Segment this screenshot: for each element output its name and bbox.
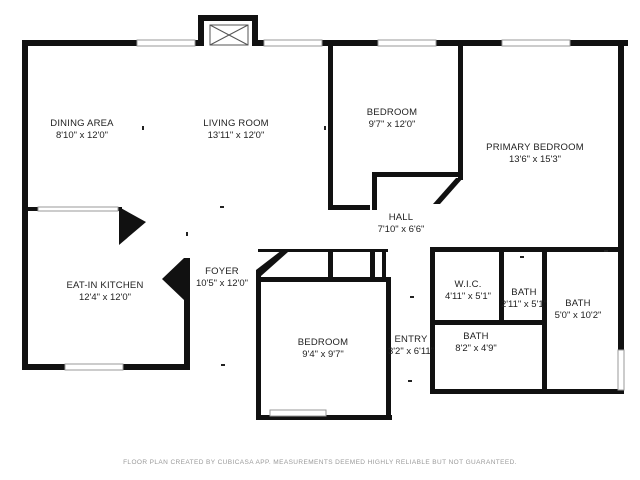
room-name: FOYER — [205, 266, 239, 277]
room-label-living-room: LIVING ROOM 13'11" x 12'0" — [203, 118, 269, 142]
room-label-dining-area: DINING AREA 8'10" x 12'0" — [50, 118, 113, 142]
room-name: BEDROOM — [366, 107, 418, 118]
wall-lower-closet-right — [370, 250, 375, 280]
window-bedroom-upper — [377, 39, 437, 47]
room-dims: 8'2" x 4'9" — [455, 343, 497, 354]
room-dims: 7'10" x 6'6" — [377, 224, 425, 235]
room-dims: 5'0" x 10'2" — [554, 310, 602, 321]
room-name: ENTRY — [394, 334, 428, 345]
room-dims: 3'2" x 6'11" — [387, 346, 435, 357]
room-name: EAT-IN KITCHEN — [66, 280, 144, 291]
wall-closet-left — [372, 172, 377, 210]
room-label-bath-small: BATH 2'11" x 5'1" — [501, 287, 547, 311]
room-label-bedroom-upper: BEDROOM 9'7" x 12'0" — [367, 107, 418, 131]
room-label-bath-lower: BATH 8'2" x 4'9" — [455, 331, 497, 355]
room-name: BATH — [565, 298, 591, 309]
wall-foyer-stub — [184, 258, 190, 370]
room-name: W.I.C. — [454, 279, 482, 290]
closet-angle — [433, 178, 463, 204]
room-name: DINING AREA — [50, 118, 114, 129]
wall-lower-bed-left — [256, 270, 261, 420]
room-label-primary-bedroom: PRIMARY BEDROOM 13'6" x 15'3" — [486, 142, 584, 166]
chimney-right — [252, 15, 258, 46]
chimney-flue — [209, 24, 249, 46]
room-label-bedroom-lower: BEDROOM 9'4" x 9'7" — [298, 337, 349, 361]
room-label-wic: W.I.C. 4'11" x 5'1" — [445, 279, 491, 303]
wall-top-left — [22, 40, 200, 46]
room-dims: 8'10" x 12'0" — [55, 130, 109, 141]
room-dims: 13'11" x 12'0" — [207, 130, 265, 141]
room-dims: 12'4" x 12'0" — [78, 292, 132, 303]
wall-bedroom-left — [328, 40, 333, 210]
wall-lower-bed-right — [386, 277, 391, 420]
wall-lower-closet-top — [258, 249, 388, 252]
room-dims: 13'6" x 15'3" — [508, 154, 562, 165]
window-bedroom-lower — [269, 409, 327, 417]
room-dims: 2'11" x 5'1" — [500, 299, 548, 310]
door-markers — [142, 126, 608, 382]
wall-bedroom-bottom — [328, 205, 370, 210]
wall-lower-bed-bottom — [256, 415, 392, 420]
wall-closet-top — [372, 172, 460, 177]
room-label-hall: HALL 7'10" x 6'6" — [378, 212, 425, 236]
wall-primary-bottom — [430, 247, 624, 252]
room-dims: 9'4" x 9'7" — [302, 349, 344, 360]
room-label-entry: ENTRY 3'2" x 6'11" — [388, 334, 434, 358]
kitchen-counter-peninsula — [119, 207, 146, 245]
room-name: BATH — [463, 331, 489, 342]
wall-lower-closet-divider — [328, 250, 333, 280]
room-name: LIVING ROOM — [203, 118, 269, 129]
room-dims: 9'7" x 12'0" — [368, 119, 416, 130]
window-kitchen-top — [37, 206, 119, 212]
wall-top-right — [332, 40, 628, 46]
wall-wic-right — [499, 247, 504, 325]
room-name: HALL — [388, 212, 414, 223]
wall-bedroom-right — [458, 40, 463, 180]
window-dining — [136, 39, 196, 47]
room-dims: 4'11" x 5'1" — [444, 291, 492, 302]
window-kitchen — [64, 363, 124, 371]
wall-right — [618, 40, 624, 394]
room-label-eat-in-kitchen: EAT-IN KITCHEN 12'4" x 12'0" — [66, 280, 143, 304]
chimney-left — [198, 15, 204, 46]
room-name: BEDROOM — [297, 337, 349, 348]
room-dims: 10'5" x 12'0" — [195, 278, 249, 289]
chimney-top — [198, 15, 258, 21]
lower-bed-angle — [256, 250, 288, 276]
disclaimer-footer: FLOOR PLAN CREATED BY CUBICASA APP. MEAS… — [123, 459, 517, 466]
wall-wic-bottom — [430, 320, 545, 325]
room-name: PRIMARY BEDROOM — [486, 142, 584, 153]
window-living — [263, 39, 323, 47]
room-name: BATH — [511, 287, 537, 298]
wall-bottom-right — [432, 389, 624, 394]
room-label-foyer: FOYER 10'5" x 12'0" — [196, 266, 248, 290]
diagonal-walls — [119, 178, 463, 300]
window-bath-right — [617, 349, 625, 391]
room-label-bath-right: BATH 5'0" x 10'2" — [555, 298, 602, 322]
wall-entry-right — [382, 250, 386, 280]
wall-lower-bed-top — [260, 277, 390, 282]
window-primary — [501, 39, 571, 47]
windows — [37, 39, 625, 417]
wall-left — [22, 40, 28, 370]
foyer-wedge — [162, 258, 184, 300]
wall-bath-divider — [542, 247, 547, 394]
